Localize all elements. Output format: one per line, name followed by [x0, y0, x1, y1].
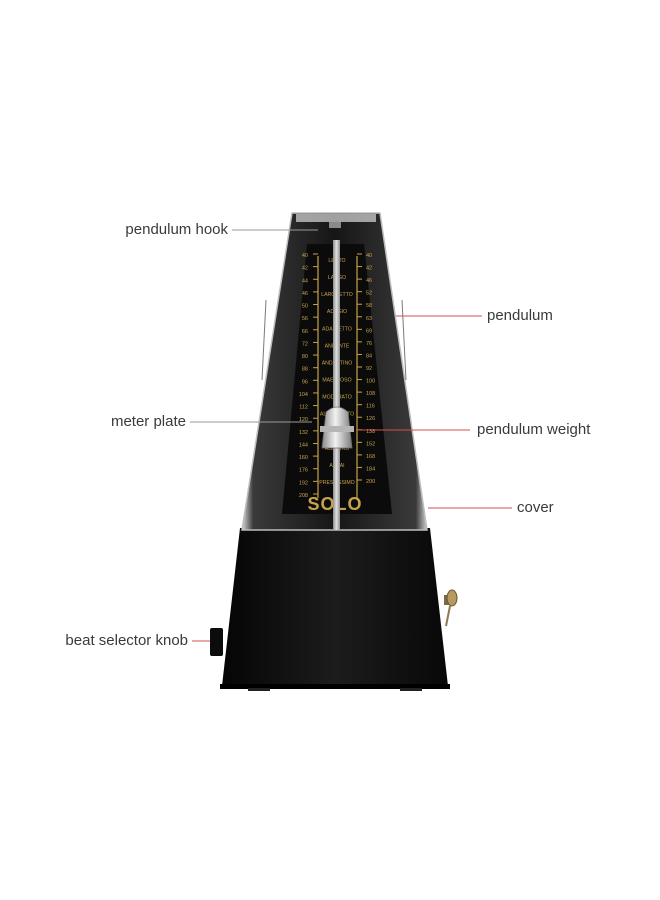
right-scale-label: 42 — [366, 266, 372, 272]
right-scale-label: 138 — [366, 429, 375, 435]
left-scale-label: 72 — [302, 341, 308, 347]
right-scale-label: 92 — [366, 366, 372, 372]
left-scale-label: 176 — [299, 468, 308, 474]
left-scale-label: 88 — [302, 367, 308, 373]
left-scale-label: 56 — [302, 316, 308, 322]
right-scale-label: 63 — [366, 316, 372, 322]
right-scale-label: 46 — [366, 278, 372, 284]
left-scale-label: 192 — [299, 480, 308, 486]
left-scale-label: 208 — [299, 493, 308, 499]
pendulum-rod — [333, 240, 340, 530]
left-scale-label: 66 — [302, 329, 308, 335]
left-scale-label: 132 — [299, 430, 308, 436]
right-scale-label: 69 — [366, 328, 372, 334]
left-scale-label: 160 — [299, 455, 308, 461]
left-scale-label: 42 — [302, 266, 308, 272]
left-scale-label: 112 — [299, 405, 308, 411]
label-pendulum: pendulum — [487, 307, 553, 324]
right-scale-label: 58 — [366, 303, 372, 309]
left-scale: 40 42 44 46 50 56 66 72 80 88 96 104 112 120 132 144 160… — [299, 253, 318, 499]
left-scale-label: 40 — [302, 253, 308, 259]
right-scale-label: 76 — [366, 341, 372, 347]
label-meter-plate: meter plate — [110, 413, 186, 430]
right-scale-label: 84 — [366, 353, 372, 359]
leader-lines — [190, 229, 512, 642]
pendulum-hook — [329, 222, 341, 228]
left-scale-label: 120 — [299, 417, 308, 423]
right-scale-label: 108 — [366, 391, 375, 397]
left-scale-label: 46 — [302, 291, 308, 297]
right-scale-label: 52 — [366, 291, 372, 297]
right-scale-label: 152 — [366, 441, 375, 447]
right-scale-label: 126 — [366, 416, 375, 422]
label-pendulum-hook: pendulum hook — [125, 221, 228, 238]
right-scale: 40 42 46 52 58 63 69 76 84 92 100 108 116 126 138 152 16… — [357, 253, 375, 485]
winding-key[interactable] — [444, 589, 458, 627]
right-scale-label: 116 — [366, 404, 375, 410]
right-scale-label: 200 — [366, 479, 375, 485]
label-pendulum-weight: pendulum weight — [477, 421, 591, 438]
right-scale-label: 184 — [366, 466, 375, 472]
label-cover: cover — [517, 499, 554, 516]
left-scale-label: 44 — [302, 278, 308, 284]
left-scale-label: 144 — [299, 442, 308, 448]
right-scale-label: 168 — [366, 454, 375, 460]
label-beat-selector-knob: beat selector knob — [65, 632, 188, 649]
metronome-base — [220, 528, 450, 691]
left-scale-label: 80 — [302, 354, 308, 360]
pendulum-weight[interactable] — [320, 406, 354, 449]
left-scale-label: 96 — [302, 379, 308, 385]
left-scale-label: 104 — [299, 392, 308, 398]
beat-selector-knob[interactable] — [210, 628, 223, 656]
right-scale-label: 40 — [366, 253, 372, 259]
right-scale-label: 100 — [366, 379, 375, 385]
left-scale-label: 50 — [302, 304, 308, 310]
